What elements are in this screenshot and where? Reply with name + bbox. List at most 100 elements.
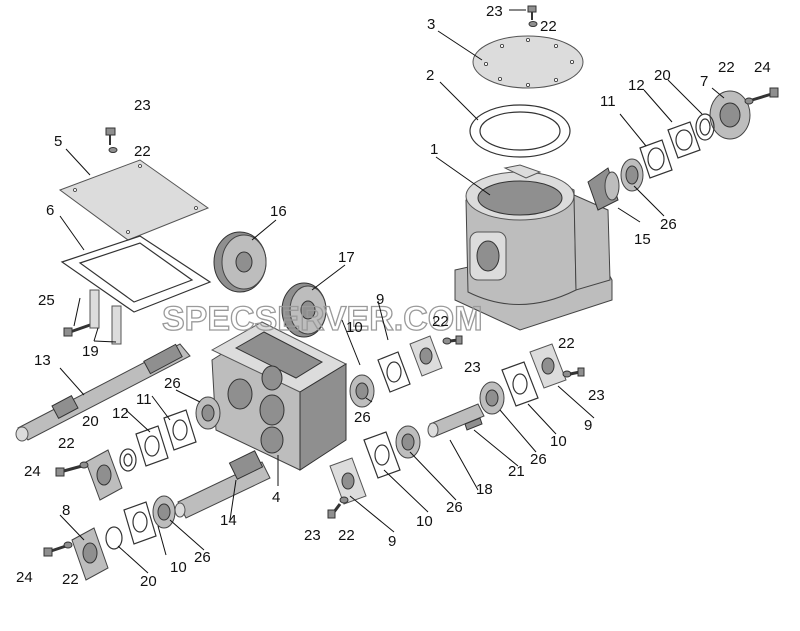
part-26-bearing-right [620, 158, 644, 192]
label-6: 6 [46, 202, 54, 219]
part-18-shaft [427, 403, 485, 438]
label-24-right: 24 [754, 59, 771, 76]
part-9-cover-lower-right [529, 343, 567, 389]
label-9-right: 9 [584, 417, 592, 434]
part-26-bearing-lower-right [479, 381, 505, 415]
label-22-right: 22 [718, 59, 735, 76]
label-13: 13 [34, 352, 51, 369]
label-26-mid: 26 [354, 409, 371, 426]
part-12-gasket-left [135, 425, 169, 467]
part-1-main-housing [454, 164, 613, 331]
part-11-gasket-left [163, 409, 197, 451]
part-26-bearing-mid [349, 374, 375, 408]
label-11-right: 11 [600, 93, 616, 110]
part-26-bearing-left-upper [195, 396, 221, 430]
part-19-strips [89, 289, 122, 345]
label-22-left: 22 [58, 435, 75, 452]
part-21-key [464, 417, 483, 431]
part-2-round-gasket [469, 104, 571, 158]
bolt-24-left-lower [43, 541, 73, 557]
leader-lines [59, 9, 725, 574]
label-24-left-upper: 24 [24, 463, 41, 480]
bolt-24-right [744, 87, 779, 105]
label-8: 8 [62, 502, 70, 519]
label-24-left-lower: 24 [16, 569, 33, 586]
part-9-cover-lower [329, 457, 367, 505]
label-26-lower: 26 [446, 499, 463, 516]
label-14: 14 [220, 512, 237, 529]
label-2: 2 [426, 67, 434, 84]
part-7-end-cap [709, 90, 751, 140]
part-10-gasket-lower-right [501, 361, 539, 407]
part-10-gasket-lower [363, 431, 401, 479]
part-17-gear [281, 282, 327, 338]
label-20-left-upper: 20 [82, 413, 99, 430]
label-15: 15 [634, 231, 651, 248]
part-26-bearing-lower [395, 425, 421, 459]
label-19: 19 [82, 343, 99, 360]
watermark-text: SPECSERVER.COM [162, 300, 483, 338]
label-9-lower: 9 [388, 533, 396, 550]
label-26-left-lower: 26 [194, 549, 211, 566]
label-26-lower-right: 26 [530, 451, 547, 468]
label-20-left-lower: 20 [140, 573, 157, 590]
label-12-right: 12 [628, 77, 645, 94]
label-23-upper-left: 23 [134, 97, 151, 114]
label-23-right: 23 [588, 387, 605, 404]
label-26-left-upper: 26 [164, 375, 181, 392]
label-22-top: 22 [540, 18, 557, 35]
bolt-23-lower-right [562, 367, 585, 378]
label-10-right: 10 [550, 433, 567, 450]
label-17: 17 [338, 249, 355, 266]
label-22-mid-right: 22 [558, 335, 575, 352]
part-20-ring-left-upper [119, 448, 137, 472]
part-16-gear [213, 231, 267, 293]
bolt-23-lower [327, 496, 349, 519]
part-5-top-plate [58, 159, 210, 241]
label-10-lower: 10 [416, 513, 433, 530]
part-26-bearing-left-lower [152, 495, 176, 529]
label-12-left: 12 [112, 405, 129, 422]
part-20-ring-right [695, 113, 715, 141]
label-21: 21 [508, 463, 525, 480]
part-8-flange-upper [85, 449, 123, 501]
label-22-mid: 22 [432, 313, 449, 330]
part-10-gasket-left-lower [123, 501, 157, 545]
part-14-shaft [174, 450, 271, 519]
label-25: 25 [38, 292, 55, 309]
label-10-upper: 10 [346, 319, 363, 336]
label-1: 1 [430, 141, 438, 158]
label-16: 16 [270, 203, 287, 220]
label-20-right: 20 [654, 67, 671, 84]
label-3: 3 [427, 16, 435, 33]
bolt-23-top [527, 5, 538, 27]
part-20-ring-left-lower [105, 526, 123, 550]
label-9-upper: 9 [376, 291, 384, 308]
label-23-lower: 23 [304, 527, 321, 544]
bolt-24-left-upper [55, 461, 89, 477]
label-23-mid: 23 [464, 359, 481, 376]
part-3-round-cover [472, 35, 584, 89]
part-11-gasket-right [639, 139, 673, 179]
part-13-splined-shaft [15, 343, 191, 442]
label-18: 18 [476, 481, 493, 498]
bolt-23-mid [442, 335, 463, 345]
label-7: 7 [700, 73, 708, 90]
bolt-23-upper-left [105, 127, 118, 153]
label-10-left: 10 [170, 559, 187, 576]
part-8-flange-lower [71, 527, 109, 581]
label-22-lower: 22 [338, 527, 355, 544]
label-4: 4 [272, 489, 280, 506]
part-10-gasket-mid [377, 351, 411, 393]
label-26-right: 26 [660, 216, 677, 233]
part-15-bevel-gear [587, 167, 620, 211]
part-4-gearbox-housing [210, 321, 348, 471]
label-22-left-lower: 22 [62, 571, 79, 588]
part-12-gasket-right [667, 121, 701, 159]
part-6-gasket [60, 235, 212, 313]
label-5: 5 [54, 133, 62, 150]
bolt-25 [63, 323, 91, 337]
label-23-top: 23 [486, 3, 503, 20]
